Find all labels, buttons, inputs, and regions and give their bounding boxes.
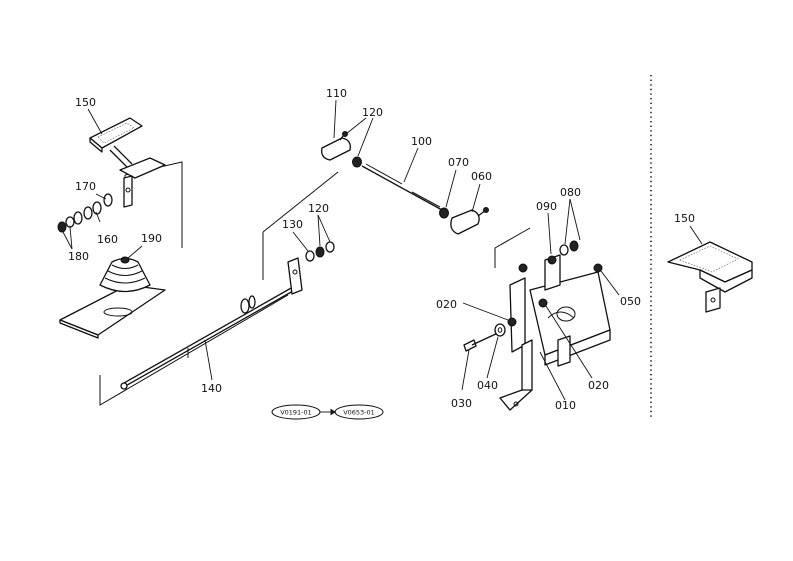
- label-150-left: 150: [75, 96, 96, 109]
- serial-to: V0653-01: [343, 409, 375, 417]
- pedal-150-left: [89, 117, 166, 208]
- label-020-left: 020: [436, 298, 457, 311]
- label-010: 010: [555, 399, 576, 412]
- serial-arrow-head: [330, 408, 336, 416]
- label-180: 180: [68, 250, 89, 263]
- label-190: 190: [141, 232, 162, 245]
- rod-plane-140: [99, 171, 339, 406]
- label-080: 080: [560, 186, 581, 199]
- serial-range: V0191-01 V0653-01: [271, 404, 384, 420]
- part-labels: 150 170 160 180 190 110 120 100 070 060 …: [68, 87, 695, 412]
- pedal-150-right: [667, 241, 753, 313]
- serial-from: V0191-01: [280, 409, 312, 417]
- label-140: 140: [201, 382, 222, 395]
- washer-stack-160-170-180: [57, 193, 113, 233]
- label-030: 030: [451, 397, 472, 410]
- label-130: 130: [282, 218, 303, 231]
- label-120-upper: 120: [362, 106, 383, 119]
- bolt-030: [463, 331, 501, 352]
- label-050: 050: [620, 295, 641, 308]
- label-150-right: 150: [674, 212, 695, 225]
- label-060: 060: [471, 170, 492, 183]
- floor-plate: [59, 284, 166, 339]
- rubber-boot-190: [99, 256, 151, 293]
- threaded-rod-100: [361, 163, 443, 211]
- label-100: 100: [411, 135, 432, 148]
- bracket-plane-010: [494, 227, 531, 268]
- label-110: 110: [326, 87, 347, 100]
- leader-lines: [62, 99, 703, 401]
- rod-bracket-130: [287, 241, 335, 295]
- nuts-080-090: [547, 240, 603, 273]
- label-020-right: 020: [588, 379, 609, 392]
- label-170: 170: [75, 180, 96, 193]
- label-160: 160: [97, 233, 118, 246]
- washer-040: [494, 323, 506, 337]
- label-120-lower: 120: [308, 202, 329, 215]
- pivot-020: [507, 298, 548, 327]
- shift-rod-140: [120, 282, 301, 390]
- serial-to-oval: [334, 404, 384, 420]
- rod-end-110: [321, 131, 351, 161]
- lever-bracket-010: [499, 254, 611, 411]
- label-090: 090: [536, 200, 557, 213]
- label-070: 070: [448, 156, 469, 169]
- rod-end-060: [450, 207, 489, 235]
- label-040: 040: [477, 379, 498, 392]
- nut-120-upper: [352, 156, 362, 168]
- nut-070: [439, 207, 449, 219]
